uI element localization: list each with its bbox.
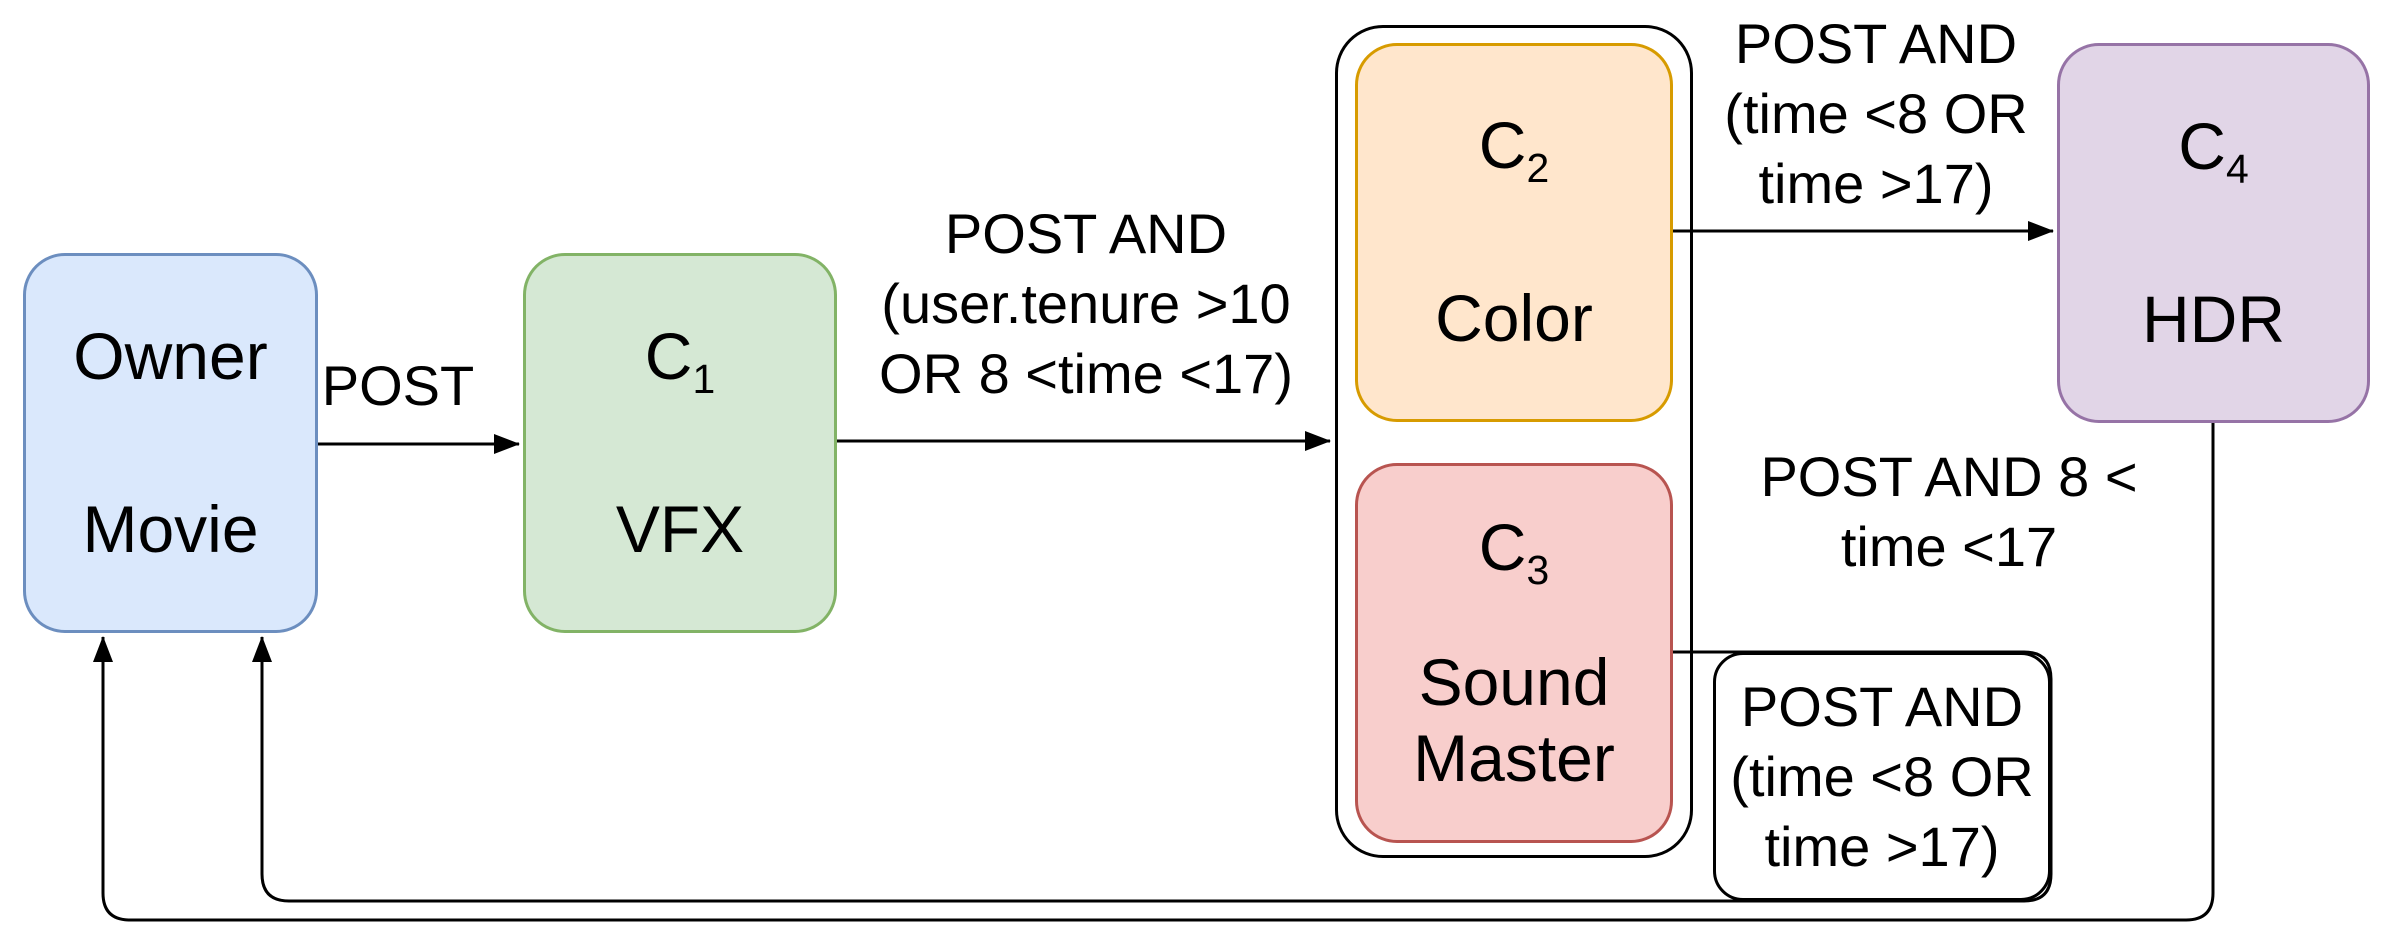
node-c4-subscript: 4 [2225, 145, 2249, 192]
node-c2-subscript: 2 [1526, 145, 1550, 192]
edge-label-c2-to-c4: POST AND (time <8 OR time >17) [1724, 12, 2028, 215]
edge-c4-to-owner [93, 423, 2215, 922]
node-c2-color: C2 Color [1355, 43, 1673, 422]
node-c3-sound-master: C3 Sound Master [1355, 463, 1673, 843]
edge-label-box-c3-to-owner: POST AND (time <8 OR time >17) [1713, 652, 2051, 901]
node-c2-name: Color [1435, 280, 1593, 355]
node-c1-subscript: 1 [692, 355, 716, 402]
edge-label-c4-to-owner: POST AND 8 < time <17 [1760, 445, 2138, 578]
node-owner-movie: Owner Movie [23, 253, 318, 633]
node-c3-subscript: 3 [1526, 546, 1550, 593]
node-c1-name: VFX [615, 491, 745, 566]
node-owner-line2: Movie [82, 491, 259, 566]
edge-label-c1-to-group: POST AND (user.tenure >10 OR 8 <time <17… [879, 202, 1293, 405]
edge-label-post: POST [321, 354, 475, 417]
node-owner-line1: Owner [73, 318, 268, 393]
node-c2-title: C2 [1478, 108, 1550, 192]
node-c1-title: C1 [644, 318, 716, 402]
node-c4-hdr: C4 HDR [2057, 43, 2370, 423]
node-c3-name: Sound Master [1413, 644, 1615, 795]
node-c4-title: C4 [2178, 108, 2249, 192]
edge-c3-to-owner [252, 636, 2053, 903]
node-c3-title: C3 [1478, 509, 1550, 593]
node-c1-vfx: C1 VFX [523, 253, 837, 633]
node-c4-name: HDR [2142, 281, 2285, 356]
edge-label-c3-to-owner: POST AND (time <8 OR time >17) [1730, 674, 2034, 878]
